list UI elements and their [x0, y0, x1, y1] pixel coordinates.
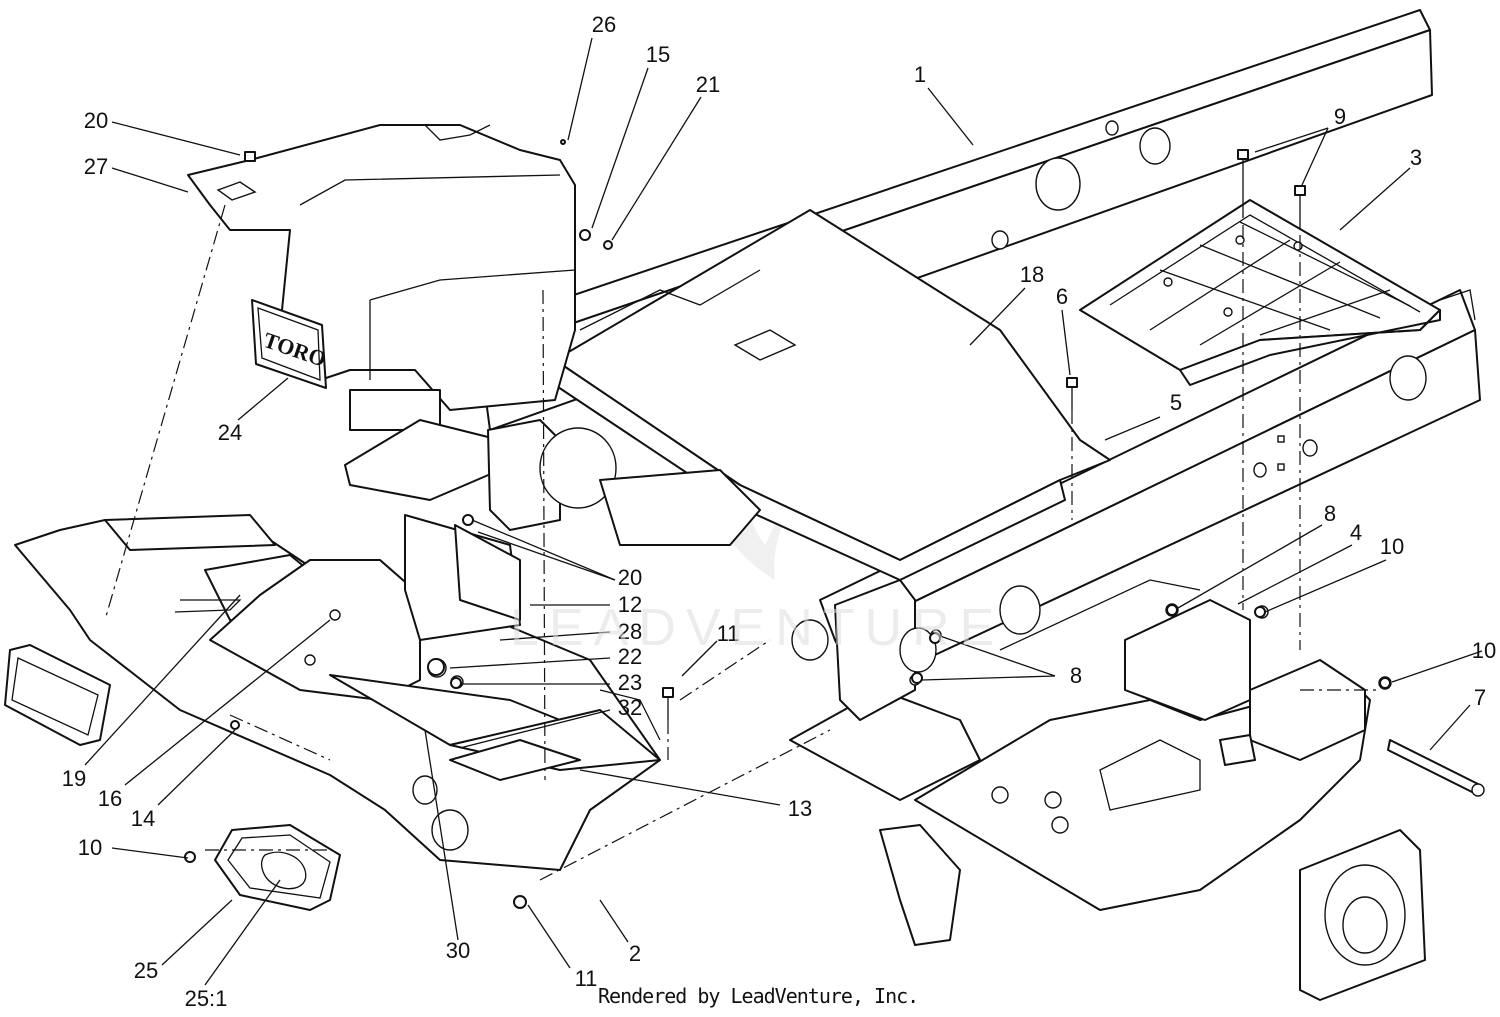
rear-frame-assembly: [789, 579, 1485, 1001]
callout-22: 22: [618, 644, 642, 669]
toro-plate: TORO: [251, 299, 329, 389]
callout-5: 5: [1170, 390, 1182, 415]
callout-1: 1: [914, 62, 926, 87]
footrest: [1079, 199, 1441, 386]
callout-19: 19: [62, 766, 86, 791]
callout-25: 25: [134, 958, 158, 983]
callout-20-top: 20: [84, 108, 108, 133]
callout-8-lower: 8: [1070, 663, 1082, 688]
callout-14: 14: [131, 806, 155, 831]
callout-24: 24: [218, 420, 242, 445]
callout-7: 7: [1474, 685, 1486, 710]
callout-4: 4: [1350, 520, 1362, 545]
callout-13: 13: [788, 796, 812, 821]
callout-10-right: 10: [1472, 638, 1496, 663]
callout-2: 2: [629, 941, 641, 966]
callout-6: 6: [1056, 284, 1068, 309]
seat-mount-brackets: [344, 419, 761, 546]
fasteners: [184, 139, 1391, 909]
callout-27: 27: [84, 154, 108, 179]
callout-32: 32: [618, 695, 642, 720]
headlights: [4, 644, 341, 911]
callout-3: 3: [1410, 145, 1422, 170]
callout-18: 18: [1020, 262, 1044, 287]
callout-23: 23: [618, 670, 642, 695]
callout-20-mid: 20: [618, 565, 642, 590]
control-tower: [187, 124, 576, 431]
watermark-text: LEADVENTURE: [510, 599, 1005, 657]
callout-labels: 26 15 21 1 9 3 20 27 18 6 5 24 8 4 10 20…: [62, 12, 1496, 1011]
callout-9: 9: [1334, 104, 1346, 129]
floor-pan: [554, 209, 1111, 581]
callout-21: 21: [696, 72, 720, 97]
alignment-lines: [104, 204, 1380, 881]
callout-28: 28: [618, 619, 642, 644]
callout-11-upper: 11: [717, 621, 740, 646]
callout-16: 16: [98, 786, 122, 811]
front-frame-assembly: [14, 514, 661, 871]
callout-15: 15: [646, 42, 670, 67]
callout-8-upper: 8: [1324, 501, 1336, 526]
callout-11-lower: 11: [575, 966, 598, 991]
callout-10-lower: 10: [78, 835, 102, 860]
callout-12: 12: [618, 592, 642, 617]
leader-lines: [84, 37, 1483, 986]
callout-26: 26: [592, 12, 616, 37]
callout-25-1: 25:1: [185, 986, 228, 1011]
callout-10-upper: 10: [1380, 534, 1404, 559]
render-credit: Rendered by LeadVenture, Inc.: [598, 984, 919, 1008]
callout-30: 30: [446, 938, 470, 963]
